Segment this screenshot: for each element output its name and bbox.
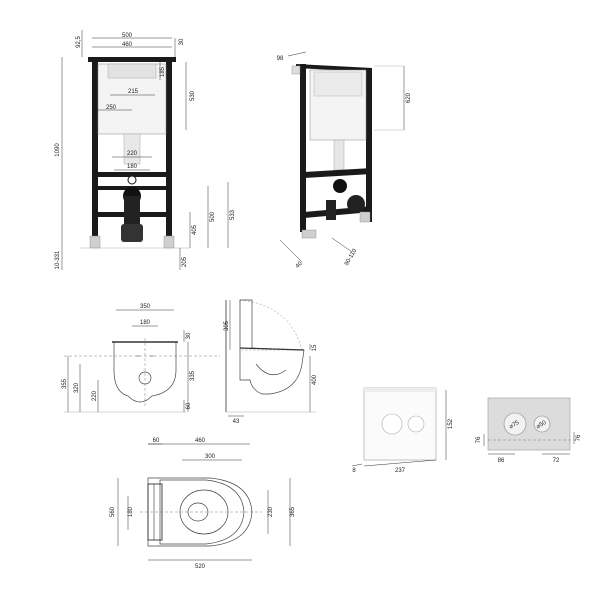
dim-label-180: 180 — [127, 164, 138, 170]
side-left-foot — [301, 229, 317, 239]
dim-label-560: 560 — [110, 506, 116, 517]
dim-label-205: 205 — [182, 256, 188, 267]
dim-label-520: 520 — [195, 564, 206, 570]
frame-right-foot — [163, 235, 175, 249]
dim-label-320: 320 — [74, 382, 80, 393]
frame-front-view: 500 460 92,5 30 185 215 530 1090 250 220… — [55, 30, 236, 270]
dim-line-90-110 — [331, 237, 353, 253]
dim-label-152: 152 — [448, 418, 454, 429]
toilet-side-bowl-curve — [255, 363, 287, 376]
dim-label-237: 237 — [395, 468, 406, 474]
flush-plate-white: 152 237 8 — [351, 387, 454, 474]
dim-label-220: 220 — [127, 151, 138, 157]
frame-left-post — [92, 60, 98, 238]
dim-label-250: 250 — [106, 105, 117, 111]
dim-line-8 — [351, 463, 363, 467]
dim-label-43: 43 — [233, 419, 240, 425]
frame-cross-rail-upper — [92, 172, 172, 177]
dim-label-460: 460 — [122, 42, 133, 48]
dim-label-86: 86 — [498, 458, 505, 464]
dim-label-220-front: 220 — [92, 390, 98, 401]
dim-label-300: 300 — [205, 454, 216, 460]
gray-plate-button-small — [533, 415, 551, 433]
toilet-side-lid-arc — [239, 299, 303, 351]
drain-pipe — [124, 196, 140, 224]
toilet-top-view: 460 60 300 560 180 230 365 520 — [110, 438, 296, 570]
toilet-top-seat — [159, 479, 245, 545]
dim-label-92-5: 92,5 — [76, 36, 82, 48]
dim-line-40 — [279, 239, 303, 263]
dim-label-620: 620 — [406, 92, 412, 103]
dim-label-230: 230 — [268, 506, 274, 517]
dim-label-dia-75: ⌀75 — [509, 420, 521, 431]
side-right-foot — [359, 211, 371, 223]
dim-label-355: 355 — [62, 378, 68, 389]
dim-label-305: 305 — [224, 320, 230, 331]
dim-label-405: 405 — [192, 224, 198, 235]
dim-label-350: 350 — [140, 304, 151, 310]
dim-label-40: 40 — [295, 260, 304, 269]
side-drain-pipe — [326, 200, 336, 220]
dim-label-1090: 1090 — [55, 143, 61, 157]
dim-line-98 — [287, 51, 307, 57]
dim-label-10-331: 10-331 — [55, 250, 61, 269]
dim-label-180-front: 180 — [140, 320, 151, 326]
dim-label-30: 30 — [179, 38, 185, 45]
flush-pipe — [123, 133, 141, 165]
dim-label-15: 15 — [312, 344, 318, 351]
flush-plate-gray: ⌀75 ⌀50 86 72 76 76 — [476, 397, 582, 464]
dim-label-400: 400 — [312, 374, 318, 385]
dim-label-60: 60 — [186, 402, 192, 409]
white-plate-highlight — [364, 388, 436, 392]
dim-label-dia-50: ⌀50 — [536, 420, 548, 431]
side-cross-rail — [304, 168, 372, 178]
dim-label-335: 335 — [190, 370, 196, 381]
toilet-side-view: 305 15 400 43 — [224, 299, 318, 425]
side-left-post — [300, 64, 306, 232]
dim-label-185: 185 — [160, 66, 166, 77]
dim-label-76-left: 76 — [476, 436, 482, 443]
dim-label-76-right: 76 — [576, 434, 582, 441]
dim-label-180-top: 180 — [128, 506, 134, 517]
side-drain-elbow — [333, 179, 347, 193]
frame-side-view: 98 620 40 90-110 — [277, 51, 412, 270]
dim-label-365: 365 — [290, 506, 296, 517]
drain-outlet — [121, 224, 143, 242]
toilet-front-view: 350 180 30 335 355 320 220 60 — [62, 304, 220, 413]
frame-left-foot — [89, 235, 101, 249]
dim-label-98: 98 — [277, 56, 284, 62]
dim-label-8: 8 — [352, 468, 356, 474]
white-plate-button-large — [381, 413, 403, 435]
frame-top-rail — [88, 57, 176, 62]
dim-label-460-top: 460 — [195, 438, 206, 444]
toilet-side-outline — [239, 299, 305, 395]
dim-label-500-lower: 500 — [210, 211, 216, 222]
gray-plate-button-large — [503, 412, 527, 436]
dim-label-215: 215 — [128, 89, 139, 95]
cistern-top-cap — [107, 63, 157, 79]
dim-label-30-front: 30 — [186, 332, 192, 339]
dim-label-90-110: 90-110 — [344, 248, 359, 267]
side-tank-panel — [313, 71, 363, 97]
toilet-front-outline — [113, 341, 177, 403]
dim-line-237 — [363, 459, 437, 467]
dim-label-60-top: 60 — [153, 438, 160, 444]
white-plate-button-small — [407, 415, 425, 433]
dim-label-72: 72 — [553, 458, 560, 464]
frame-right-post — [166, 60, 172, 238]
gray-plate-body — [487, 397, 571, 451]
toilet-side-seat — [239, 347, 305, 351]
side-right-post — [366, 68, 372, 222]
dim-label-500: 500 — [122, 33, 133, 39]
side-drain-outlet — [347, 195, 365, 213]
water-inlet — [127, 175, 137, 185]
side-flush-pipe — [333, 139, 345, 171]
dim-label-530: 530 — [190, 90, 196, 101]
dim-label-533: 533 — [230, 209, 236, 220]
side-top-bracket — [291, 65, 301, 75]
